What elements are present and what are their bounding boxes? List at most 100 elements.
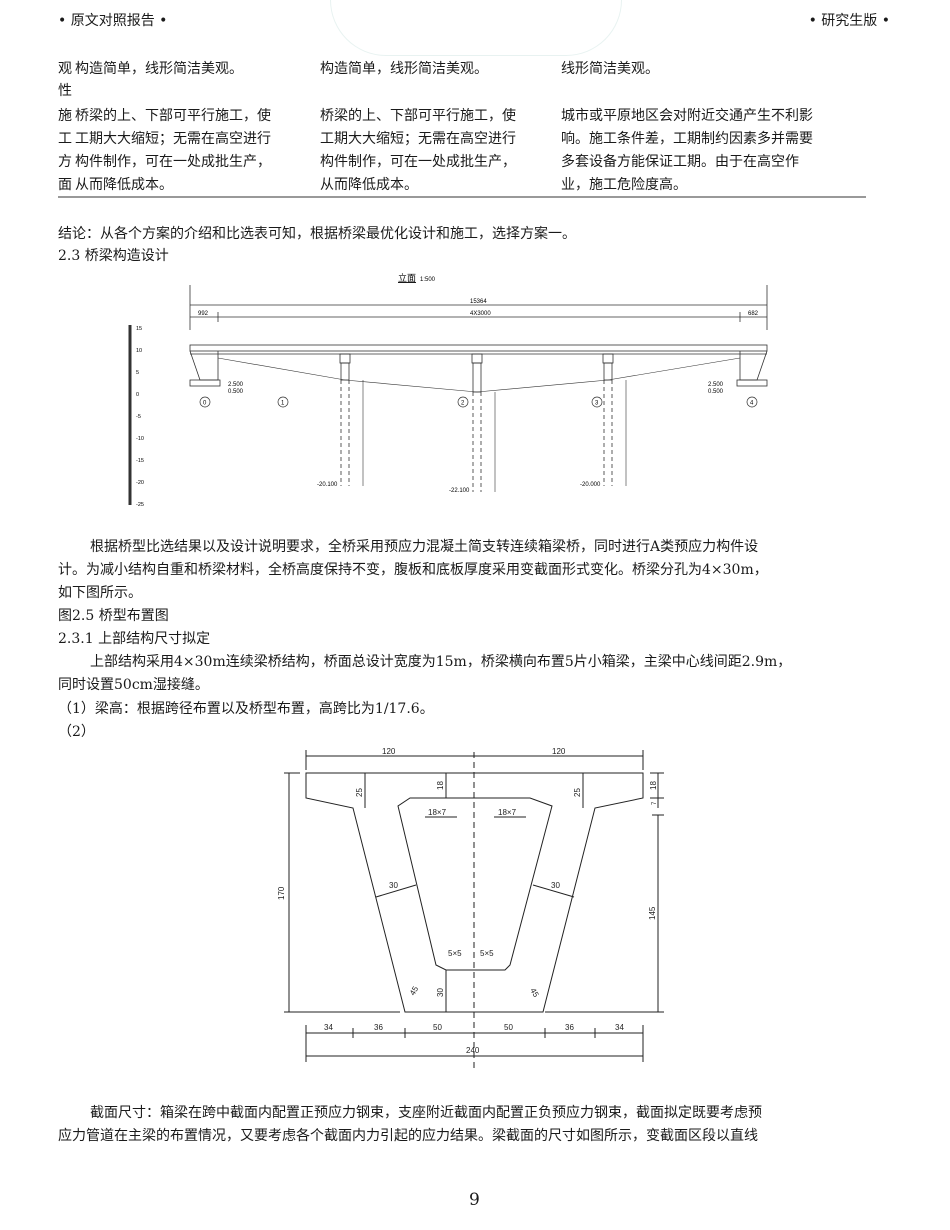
- item-1: （1）梁高：根据跨径布置以及桥型布置，高跨比为1/17.6。: [58, 701, 434, 717]
- dim-top-slab: 18: [436, 781, 445, 790]
- paragraph-line: 计。为减小结构自重和桥梁材料，全桥高度保持不变，腹板和底板厚度采用变截面形式变化…: [58, 562, 768, 578]
- table-cell: 线形简洁美观。: [561, 61, 659, 77]
- dim-bottom: 34: [324, 1023, 333, 1032]
- table-cell: 构造简单，线形简洁美观。: [320, 61, 488, 77]
- axis-circle: [746, 396, 758, 408]
- scale-tick-label: -15: [136, 458, 144, 464]
- dim-bottom: 50: [504, 1023, 513, 1032]
- paragraph-line: 如下图所示。: [58, 585, 142, 601]
- table-cell: 桥梁的上、下部可平行施工，使: [75, 108, 271, 124]
- dim-right-haunch: 7: [652, 801, 658, 805]
- table-cell: 工期大大缩短；无需在高空进行: [75, 131, 271, 147]
- scale-tick-label: -20: [136, 480, 144, 486]
- table-cell: 构件制作，可在一处成批生产，: [75, 154, 271, 170]
- table-cell: 多套设备方能保证工期。由于在高空作: [561, 154, 799, 170]
- dim-bottom: 36: [565, 1023, 574, 1032]
- dim-corner-left: 45: [408, 984, 421, 997]
- elevation-title: 立面: [398, 272, 416, 283]
- pier-cap: [602, 353, 614, 364]
- paragraph-line: 根据桥型比选结果以及设计说明要求，全桥采用预应力混凝土简支转连续箱梁桥，同时进行…: [90, 539, 759, 555]
- table-cell: 观: [58, 61, 72, 77]
- dim-web-right: 30: [551, 881, 560, 890]
- dim-bottom-slab: 30: [436, 988, 445, 997]
- scale-tick-label: -5: [136, 414, 141, 420]
- dim-bottom: 36: [374, 1023, 383, 1032]
- right-end-label: 682: [748, 311, 759, 317]
- dim-height: 170: [277, 886, 286, 900]
- total-length-label: 15364: [470, 299, 487, 305]
- dim-haunch-left: 18×7: [428, 808, 447, 817]
- table-bottom-rule: [58, 196, 866, 198]
- scale-tick-label: -25: [136, 502, 144, 508]
- dim-right-top: 18: [649, 781, 658, 790]
- scale-tick-label: 15: [136, 326, 142, 332]
- elevation-scale: 1:500: [420, 277, 436, 283]
- table-cell: 从而降低成本。: [320, 177, 418, 193]
- axis-label: 0: [203, 401, 207, 407]
- dim-half-left: 120: [382, 747, 396, 756]
- dim-flange-left: 25: [355, 788, 364, 797]
- dim-corner-right: 45: [528, 987, 541, 1000]
- elevation-label: 0.500: [228, 389, 244, 395]
- section-heading-2-3: 2.3 桥梁构造设计: [58, 248, 169, 264]
- header-right: • 研究生版 •: [808, 13, 890, 29]
- table-cell: 施: [58, 108, 72, 124]
- table-cell: 响。施工条件差，工期制约因素多并需要: [561, 131, 813, 147]
- span-label: 4X3000: [470, 311, 491, 317]
- table-cell: 面: [58, 177, 72, 193]
- axis-label: 4: [750, 401, 754, 407]
- table-cell: 方: [58, 154, 72, 170]
- pier-cap: [339, 353, 351, 364]
- inner-outline: [397, 797, 553, 971]
- pile-bottom-label: -20.100: [317, 482, 338, 488]
- dim-total-width: 240: [466, 1046, 480, 1055]
- scale-tick-label: 0: [136, 392, 139, 398]
- scale-tick-label: -10: [136, 436, 144, 442]
- item-2: （2）: [58, 724, 95, 740]
- scale-tick-label: 10: [136, 348, 142, 354]
- box-girder-cross-section: 120 120 170 145 25 25 18 18 7 18×7 18×7 …: [277, 747, 664, 1068]
- pile-bottom-label: -22.100: [449, 488, 470, 494]
- figure-caption: 图2.5 桥型布置图: [58, 608, 169, 624]
- table-cell: 业，施工危险度高。: [561, 177, 687, 193]
- paragraph-line: 截面尺寸：箱梁在跨中截面内配置正预应力钢束，支座附近截面内配置正负预应力钢束，截…: [90, 1105, 762, 1121]
- dim-chamfer-right: 5×5: [480, 949, 494, 958]
- section-heading-2-3-1: 2.3.1 上部结构尺寸拟定: [58, 631, 211, 647]
- header-left: • 原文对照报告 •: [58, 13, 168, 29]
- dim-flange-right: 25: [573, 788, 582, 797]
- dim-haunch-right: 18×7: [498, 808, 517, 817]
- axis-label: 3: [595, 401, 599, 407]
- table-cell: 从而降低成本。: [75, 177, 173, 193]
- paragraph-line: 应力管道在主梁的布置情况，又要考虑各个截面内力引起的应力结果。梁截面的尺寸如图所…: [58, 1128, 758, 1144]
- pile-bottom-label: -20.000: [580, 482, 601, 488]
- dim-web-left: 30: [389, 881, 398, 890]
- left-end-label: 992: [198, 311, 209, 317]
- paragraph-line: 同时设置50cm湿接缝。: [58, 677, 209, 693]
- axis-circle: [199, 396, 211, 408]
- dim-chamfer-left: 5×5: [448, 949, 462, 958]
- elevation-label: 0.500: [708, 389, 724, 395]
- header-watermark: [330, 0, 622, 56]
- table-cell: 构件制作，可在一处成批生产，: [320, 154, 516, 170]
- axis-circle: [277, 396, 289, 408]
- pier-cap: [471, 353, 483, 364]
- dim-bottom: 34: [615, 1023, 624, 1032]
- elevation-label: 2.500: [228, 382, 244, 388]
- pier-column: [603, 362, 613, 381]
- axis-circle: [591, 396, 603, 408]
- table-cell: 城市或平原地区会对附近交通产生不利影: [561, 108, 813, 124]
- table-cell: 工期大大缩短；无需在高空进行: [320, 131, 516, 147]
- outer-outline: [305, 772, 644, 1013]
- table-cell: 构造简单，线形简洁美观。: [75, 61, 243, 77]
- pier-column: [472, 362, 482, 393]
- pier-column: [340, 362, 350, 381]
- axis-label: 2: [461, 401, 465, 407]
- axis-label: 1: [281, 401, 285, 407]
- scale-tick-label: 5: [136, 370, 139, 376]
- conclusion: 结论：从各个方案的介绍和比选表可知，根据桥梁最优化设计和施工，选择方案一。: [58, 226, 576, 242]
- dim-half-right: 120: [552, 747, 566, 756]
- bridge-elevation-figure: 立面 1:500 -20.100 -22.100 -20.000 0 1 2 3 4 15 10…: [128, 272, 768, 508]
- table-cell: 工: [58, 131, 72, 147]
- dim-bottom: 50: [433, 1023, 442, 1032]
- dim-web-height: 145: [648, 906, 657, 920]
